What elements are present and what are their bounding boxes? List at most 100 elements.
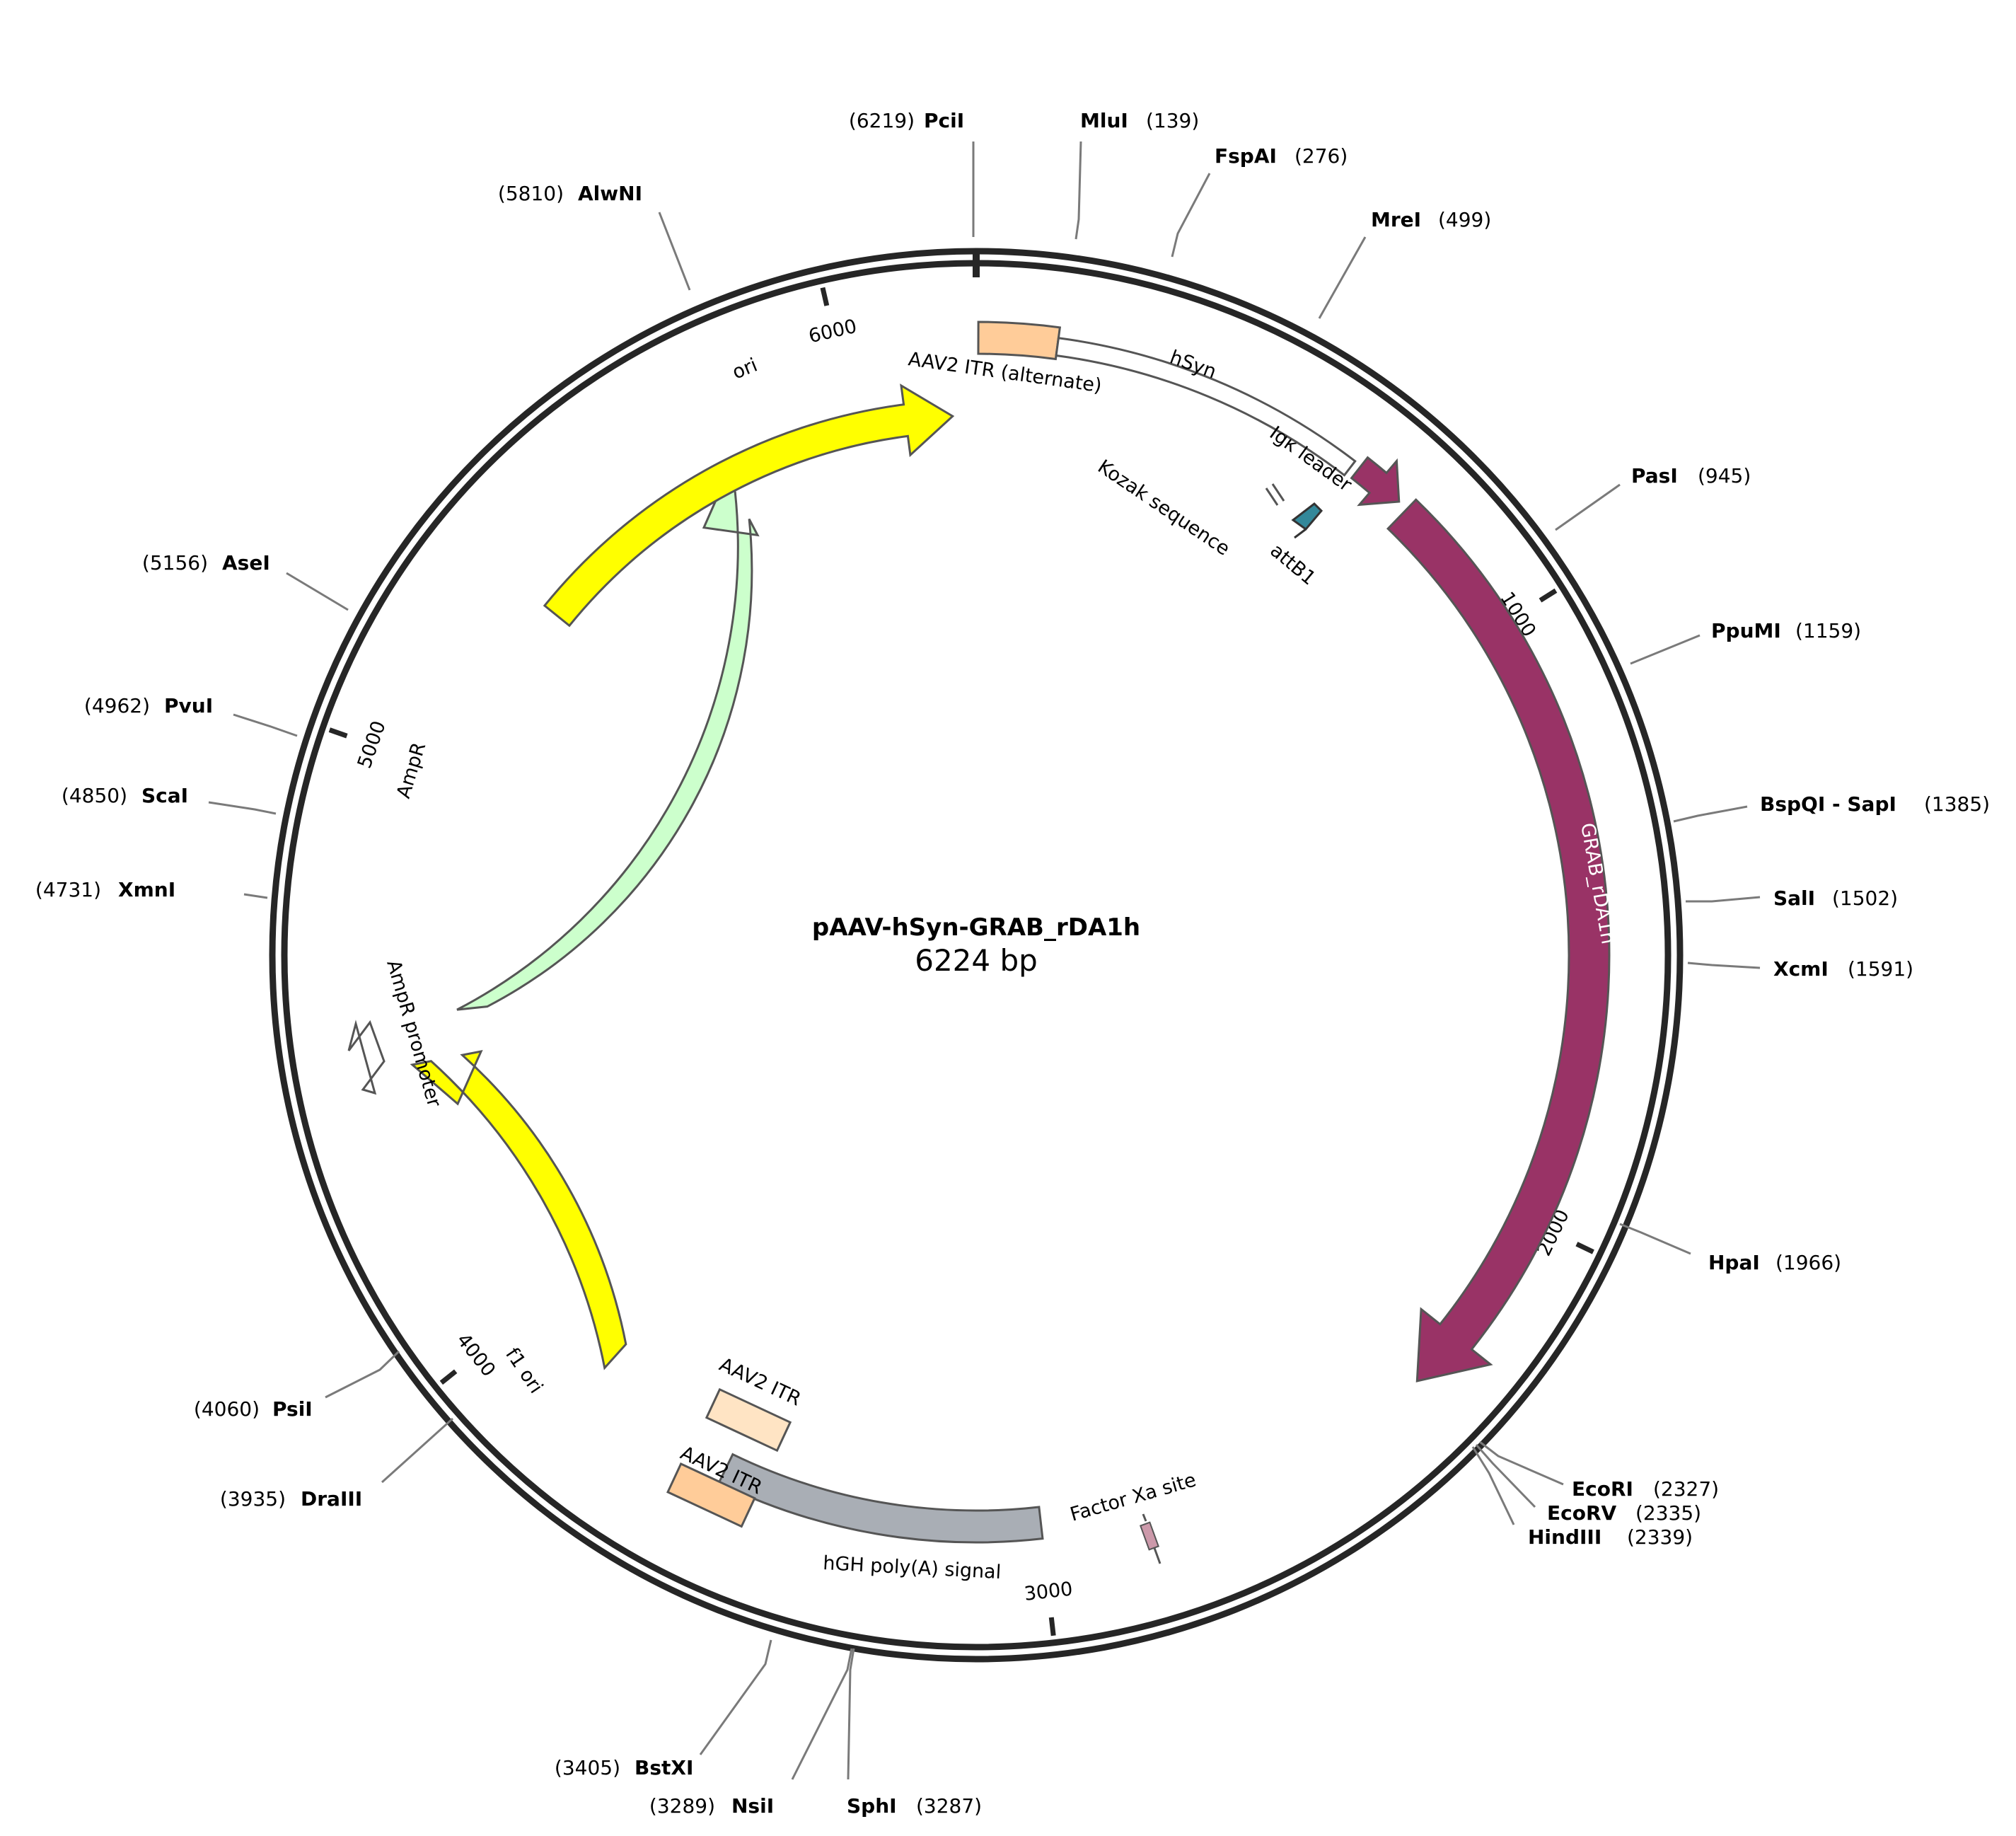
site-position: (6219): [849, 109, 915, 132]
site-name: FspAI: [1215, 144, 1277, 168]
site-name: MreI: [1371, 208, 1421, 231]
tick-5000: 5000: [328, 718, 390, 771]
feature-factor-xa-site[interactable]: [1139, 1521, 1160, 1551]
site-position: (4962): [84, 694, 150, 717]
tick-line: [439, 1369, 458, 1385]
label-kozak-sequence: Kozak sequence: [1094, 456, 1234, 560]
site-position: (1159): [1795, 619, 1861, 642]
site-name: BstXI: [635, 1756, 693, 1779]
site-position: (139): [1146, 109, 1199, 132]
site-xmni[interactable]: (4731) XmnI: [35, 878, 268, 901]
site-name: PsiI: [272, 1397, 313, 1421]
site-position: (3287): [916, 1794, 982, 1818]
feature-hsyn[interactable]: [1055, 337, 1357, 477]
site-psii[interactable]: (4060) PsiI: [194, 1350, 400, 1421]
label-hgh-polya-signal: hGH poly(A) signal: [823, 1552, 1002, 1583]
site-name: PasI: [1631, 464, 1678, 487]
feature-ampr-promoter[interactable]: [347, 1020, 386, 1095]
tick-label: 4000: [452, 1329, 499, 1381]
site-position: (1385): [1924, 792, 1990, 816]
site-name: SphI: [847, 1794, 897, 1818]
factor-xa-stem-top: [1142, 1513, 1147, 1522]
tick-line: [1575, 1242, 1594, 1254]
site-position: (1966): [1775, 1251, 1841, 1274]
site-scai[interactable]: (4850) ScaI: [62, 784, 277, 815]
site-name: AlwNI: [578, 182, 642, 205]
site-hindiii[interactable]: HindIII (2339): [1471, 1446, 1693, 1549]
site-name: XcmI: [1773, 957, 1829, 981]
feature-attb1[interactable]: [1291, 502, 1323, 539]
site-name: PpuMI: [1711, 619, 1781, 642]
site-name: NsiI: [731, 1794, 774, 1818]
tick-3000: 3000: [1023, 1578, 1074, 1636]
feature-hgh-polya-signal[interactable]: [717, 1453, 1044, 1544]
site-sphi[interactable]: SphI (3287): [847, 1648, 982, 1818]
site-position: (1502): [1832, 887, 1898, 910]
label-ori: ori: [729, 354, 760, 384]
site-pasi[interactable]: PasI (945): [1555, 464, 1751, 531]
site-pvui[interactable]: (4962) PvuI: [84, 694, 298, 737]
site-draiii[interactable]: (3935) DraIII: [220, 1417, 454, 1511]
site-mlui[interactable]: MluI (139): [1074, 109, 1199, 240]
plasmid-size: 6224 bp: [915, 943, 1038, 978]
site-position: (276): [1294, 144, 1348, 168]
site-position: (5810): [498, 182, 564, 205]
site-position: (2335): [1635, 1501, 1701, 1525]
site-position: (2339): [1627, 1525, 1693, 1549]
site-mrei[interactable]: MreI (499): [1318, 208, 1491, 319]
site-position: (945): [1698, 464, 1751, 487]
tick-label: 5000: [354, 718, 390, 771]
tick-4000: 4000: [439, 1329, 499, 1385]
site-pcii[interactable]: (6219) PciI: [849, 109, 975, 237]
site-position: (3935): [220, 1487, 286, 1511]
features: [347, 321, 1611, 1564]
site-position: (3405): [555, 1756, 620, 1779]
feature-kozak-sequence[interactable]: [1265, 483, 1285, 506]
site-asei[interactable]: (5156) AseI: [142, 551, 349, 611]
feature-f1-ori[interactable]: [410, 1050, 627, 1370]
site-position: (5156): [142, 551, 208, 575]
site-name: MluI: [1080, 109, 1128, 132]
site-name: HpaI: [1708, 1251, 1760, 1274]
site-name: PvuI: [164, 694, 213, 717]
feature-aav2-itr-2[interactable]: [705, 1387, 792, 1453]
site-position: (4060): [194, 1397, 260, 1421]
site-hpai[interactable]: HpaI (1966): [1619, 1223, 1841, 1274]
site-name: ScaI: [141, 784, 188, 807]
site-position: (3289): [649, 1794, 715, 1818]
tick-label: 3000: [1023, 1578, 1074, 1605]
tick-line: [1539, 588, 1558, 603]
site-xcmi[interactable]: XcmI (1591): [1687, 957, 1913, 981]
feature-ampr[interactable]: [456, 473, 760, 1011]
site-sali[interactable]: SalI (1502): [1686, 887, 1898, 910]
site-name: DraIII: [301, 1487, 362, 1511]
factor-xa-stem: [1153, 1547, 1161, 1564]
tick-line: [1048, 1617, 1056, 1636]
feature-grab-rda1h[interactable]: [1386, 498, 1611, 1382]
site-name: PciI: [924, 109, 964, 132]
feature-aav2-itr-alternate[interactable]: [977, 321, 1062, 361]
site-position: (4731): [35, 878, 101, 901]
site-ecori[interactable]: EcoRI (2327): [1479, 1440, 1719, 1501]
label-factor-xa-site: Factor Xa site: [1067, 1469, 1198, 1525]
site-ppumi[interactable]: PpuMI (1159): [1630, 619, 1861, 665]
feature-ori[interactable]: [543, 383, 955, 628]
site-nsii[interactable]: (3289) NsiI: [649, 1648, 853, 1818]
site-name: BspQI - SapI: [1760, 792, 1896, 816]
map-title: pAAV-hSyn-GRAB_rDA1h 6224 bp: [812, 913, 1140, 978]
label-ampr-promoter: AmpR promoter: [382, 957, 445, 1110]
backbone: [269, 248, 1684, 1663]
site-alwni[interactable]: (5810) AlwNI: [498, 182, 691, 291]
tick-label: 6000: [806, 316, 859, 348]
site-position: (4850): [62, 784, 127, 807]
plasmid-name: pAAV-hSyn-GRAB_rDA1h: [812, 913, 1140, 942]
site-fspai[interactable]: FspAI (276): [1171, 144, 1348, 258]
restriction-sites: (6219) PciI MluI (139) FspAI (276) MreI …: [35, 109, 1990, 1818]
feature-aav2-itr[interactable]: [666, 1462, 756, 1528]
site-position: (2327): [1653, 1477, 1719, 1501]
site-bspqi-sapi[interactable]: BspQI - SapI (1385): [1673, 792, 1990, 823]
feature-igk-leader[interactable]: [1350, 456, 1401, 507]
site-bstxi[interactable]: (3405) BstXI: [555, 1639, 772, 1779]
site-ecorv[interactable]: EcoRV (2335): [1475, 1444, 1701, 1525]
